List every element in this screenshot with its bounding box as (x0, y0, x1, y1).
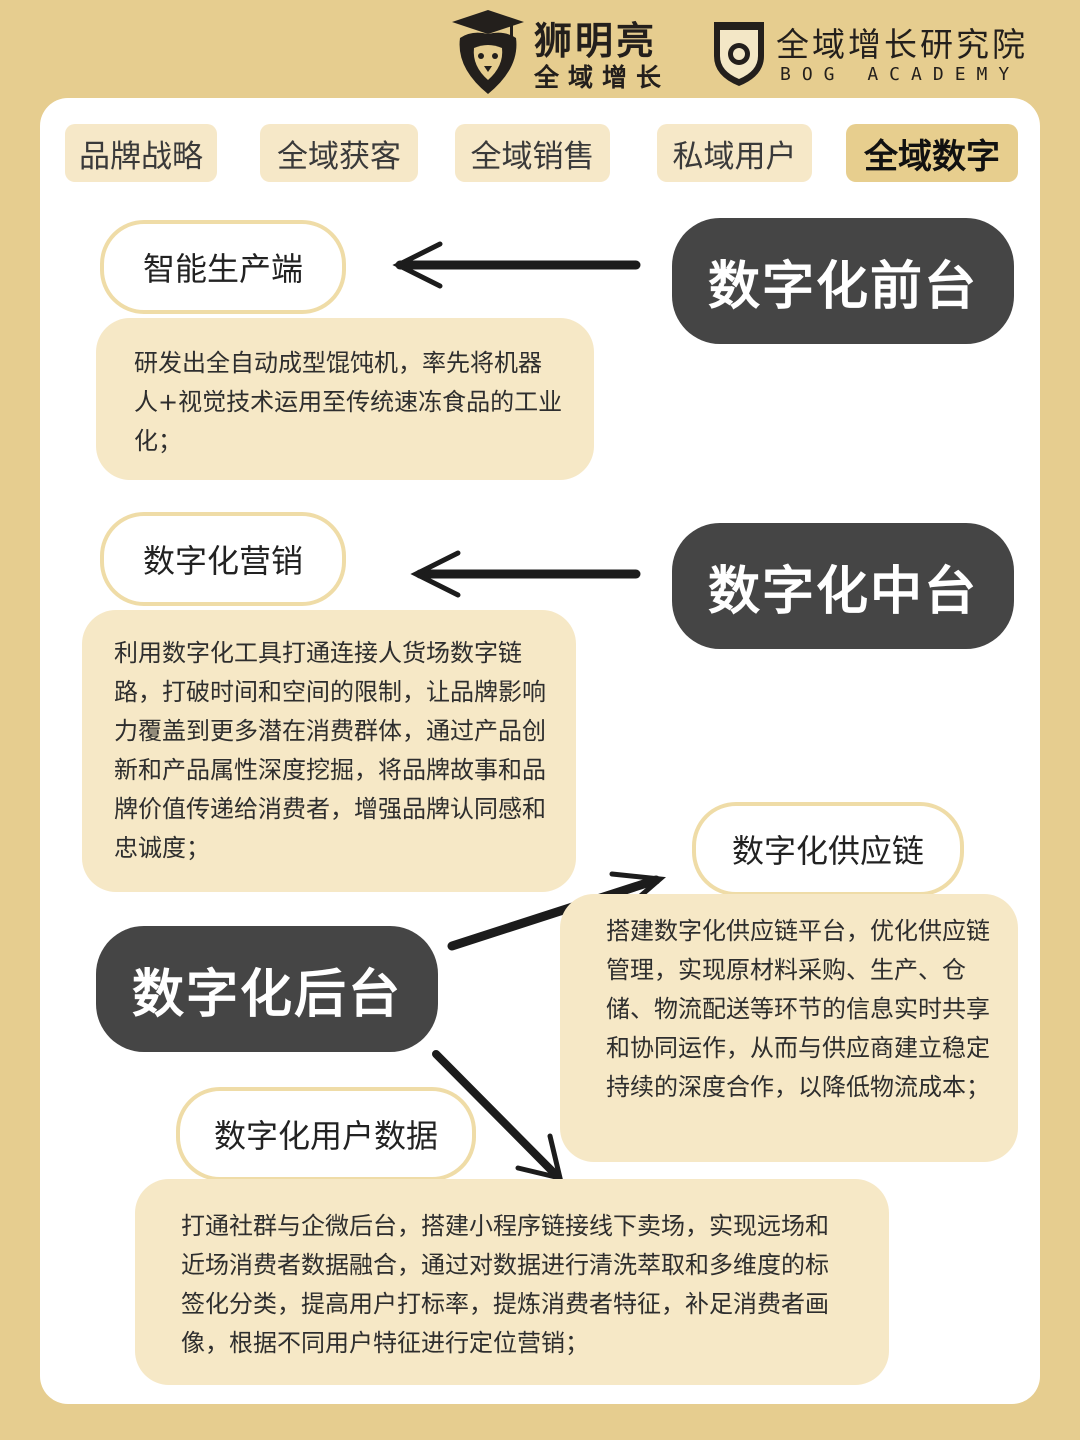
item-smart-production: 智能生产端 (100, 220, 346, 314)
item-digital-supply-chain: 数字化供应链 (692, 802, 964, 896)
tab-customer-acquisition[interactable]: 全域获客 (260, 124, 418, 182)
desc-digital-supply-chain: 搭建数字化供应链平台，优化供应链管理，实现原材料采购、生产、仓储、物流配送等环节… (560, 894, 1018, 1162)
item-digital-user-data: 数字化用户数据 (176, 1087, 476, 1181)
tab-sales[interactable]: 全域销售 (455, 124, 610, 182)
node-digital-frontend: 数字化前台 (672, 218, 1014, 344)
node-digital-backend: 数字化后台 (96, 926, 438, 1052)
tab-private-users[interactable]: 私域用户 (657, 124, 812, 182)
desc-smart-production: 研发出全自动成型馄饨机，率先将机器人+视觉技术运用至传统速冻食品的工业化； (96, 318, 594, 480)
lion-logo-icon (452, 10, 524, 94)
node-digital-middle: 数字化中台 (672, 523, 1014, 649)
tab-digital[interactable]: 全域数字 (846, 124, 1018, 182)
brand-subtitle: 全域增长 (534, 63, 671, 92)
item-digital-marketing: 数字化营销 (100, 512, 346, 606)
academy-title: 全域增长研究院 (776, 25, 1028, 64)
desc-digital-marketing: 利用数字化工具打通连接人货场数字链路，打破时间和空间的限制，让品牌影响力覆盖到更… (82, 610, 576, 892)
header: 狮明亮 全域增长 全域增长研究院 BOG ACADEMY (0, 0, 1080, 100)
brand-title: 狮明亮 (534, 19, 658, 63)
desc-digital-user-data: 打通社群与企微后台，搭建小程序链接线下卖场，实现远场和近场消费者数据融合，通过对… (135, 1179, 889, 1385)
academy-subtitle: BOG ACADEMY (780, 64, 1021, 85)
academy-shield-icon (714, 22, 764, 86)
tab-brand-strategy[interactable]: 品牌战略 (65, 124, 217, 182)
